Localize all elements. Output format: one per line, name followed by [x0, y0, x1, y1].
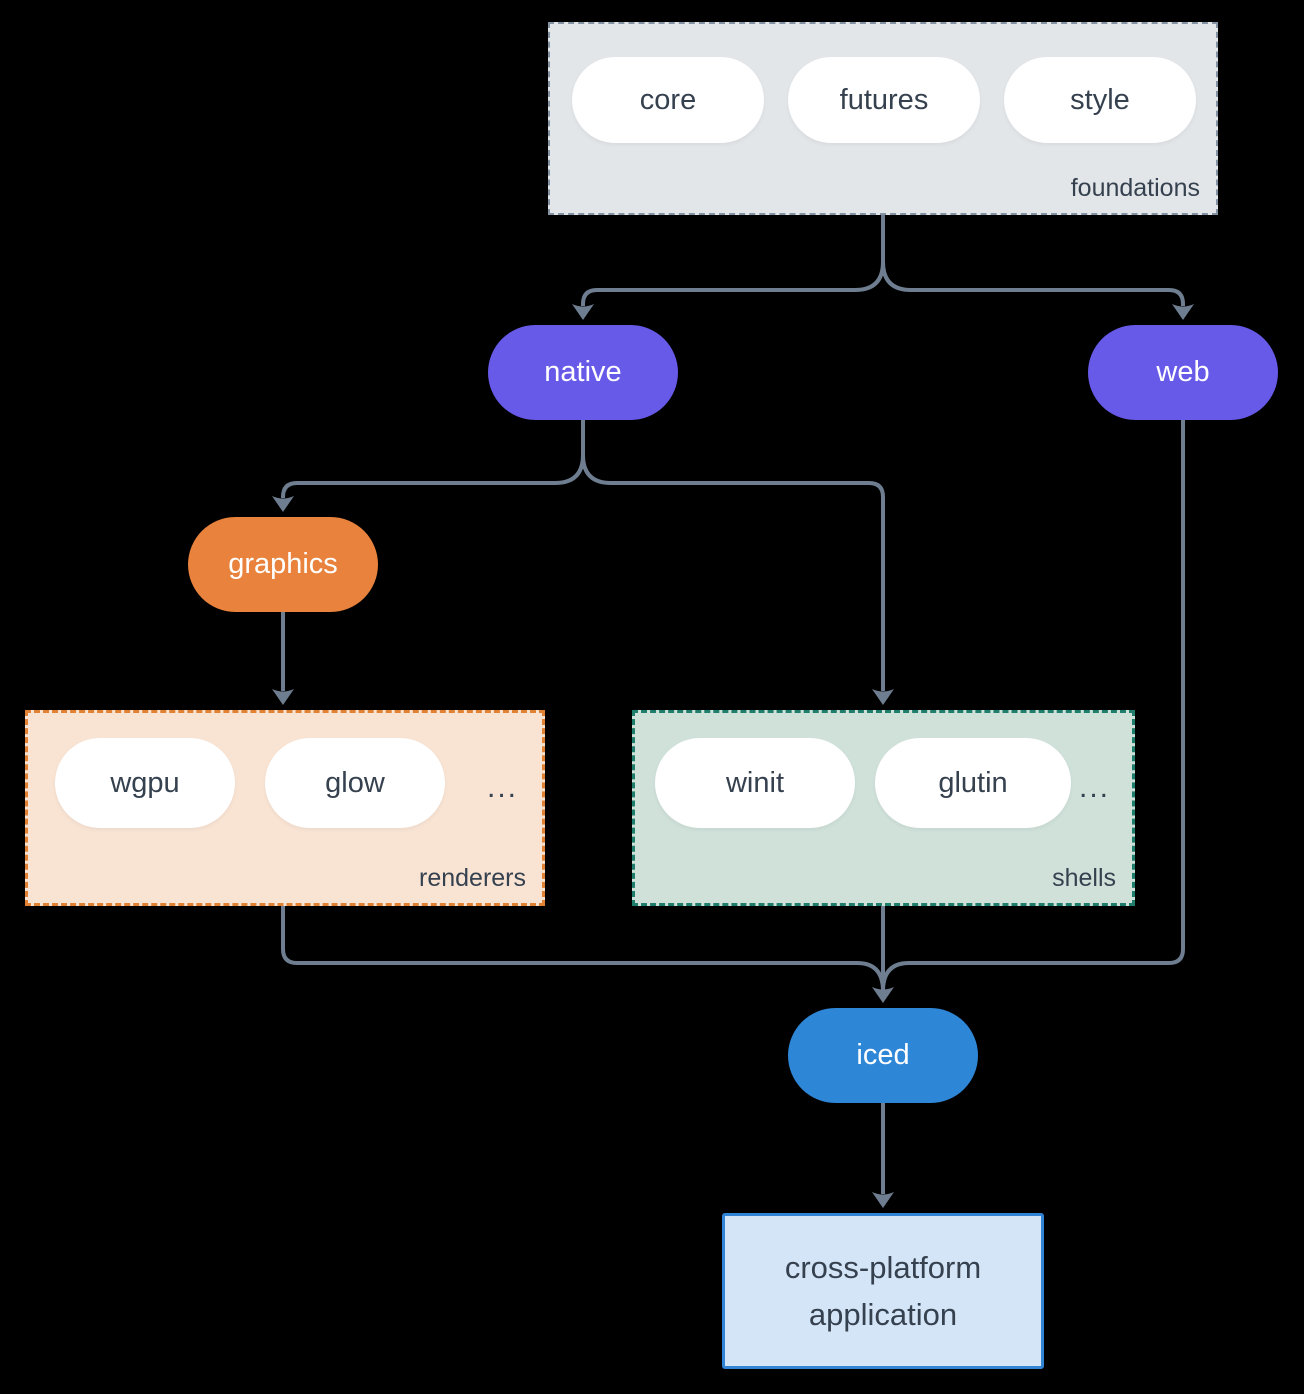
application-box: cross-platform application	[722, 1213, 1044, 1369]
node-core: core	[572, 57, 764, 143]
renderers-group: wgpu glow ... renderers	[25, 710, 545, 906]
shells-ellipsis: ...	[1078, 771, 1110, 804]
node-graphics: graphics	[188, 517, 378, 612]
arrowhead-application	[872, 1192, 894, 1208]
node-wgpu: wgpu	[55, 738, 235, 828]
node-glow-label: glow	[325, 766, 385, 799]
arrowhead-renderers	[272, 689, 294, 705]
node-futures: futures	[788, 57, 980, 143]
connector-split-to-web	[881, 261, 1185, 306]
foundations-group-label: foundations	[1070, 174, 1200, 202]
node-glutin-label: glutin	[938, 766, 1008, 799]
renderers-group-label: renderers	[419, 864, 526, 892]
node-iced: iced	[788, 1008, 978, 1103]
node-graphics-label: graphics	[228, 548, 338, 580]
connector-merge-left	[281, 906, 885, 992]
application-label-line2: application	[808, 1297, 958, 1332]
node-core-label: core	[639, 83, 697, 116]
node-style: style	[1004, 57, 1196, 143]
node-glow: glow	[265, 738, 445, 828]
connector-split-to-shells	[581, 454, 885, 691]
node-glutin: glutin	[875, 738, 1071, 828]
node-wgpu-label: wgpu	[110, 766, 180, 799]
node-native-label: native	[544, 356, 622, 388]
arrowhead-iced	[872, 987, 894, 1003]
node-style-label: style	[1070, 83, 1130, 116]
renderers-ellipsis: ...	[486, 771, 518, 804]
arrowhead-shells	[872, 689, 894, 705]
application-label-line1: cross-platform	[784, 1250, 982, 1285]
node-winit-label: winit	[725, 766, 784, 799]
foundations-group: core futures style foundations	[548, 22, 1218, 215]
node-winit: winit	[655, 738, 855, 828]
node-web-label: web	[1156, 356, 1210, 388]
connector-split-to-native	[581, 261, 885, 306]
node-iced-label: iced	[856, 1039, 910, 1071]
arrowhead-web	[1172, 304, 1194, 320]
connector-merge-right	[881, 420, 1185, 992]
node-native: native	[488, 325, 678, 420]
connector-split-to-graphics	[281, 454, 585, 498]
shells-group: winit glutin ... shells	[632, 710, 1135, 906]
arrowhead-graphics	[272, 496, 294, 512]
node-futures-label: futures	[839, 83, 929, 116]
shells-group-label: shells	[1052, 864, 1116, 892]
node-web: web	[1088, 325, 1278, 420]
arrowhead-native	[572, 304, 594, 320]
